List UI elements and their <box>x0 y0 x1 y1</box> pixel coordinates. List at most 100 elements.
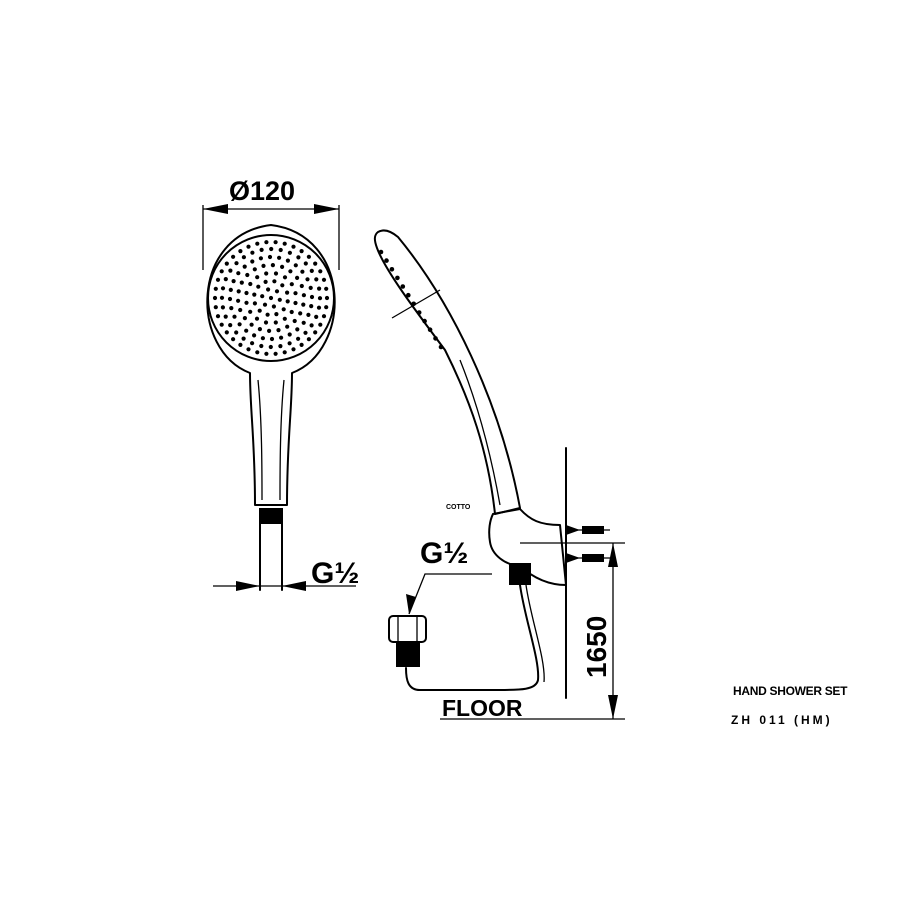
nozzle-dot <box>291 244 296 249</box>
nozzle-dot <box>231 254 236 259</box>
side-hose <box>405 584 540 691</box>
nozzle-dot <box>220 305 225 310</box>
front-connector <box>259 508 283 524</box>
nozzle-dot <box>232 314 237 319</box>
nozzle-dot <box>282 316 287 321</box>
nozzle-dot <box>252 292 257 297</box>
nozzle-dot <box>213 305 218 310</box>
side-nozzle-dot <box>384 258 389 263</box>
nozzle-dot <box>219 322 224 327</box>
nozzle-dot <box>228 287 233 292</box>
side-head-profile <box>373 229 521 515</box>
side-hose-connector <box>509 563 531 585</box>
nozzle-dot <box>246 244 251 249</box>
nozzle-dot <box>301 320 306 325</box>
nozzle-dot <box>287 341 292 346</box>
nozzle-dot <box>273 320 278 325</box>
nozzle-dot <box>285 324 290 329</box>
nozzle-dot <box>308 285 313 290</box>
nozzle-dot <box>252 267 257 272</box>
nozzle-dot <box>267 254 273 260</box>
height-arrow-top <box>608 543 618 567</box>
nozzle-dot <box>280 283 285 288</box>
nozzle-dot <box>229 306 234 311</box>
nozzle-dot <box>223 277 228 282</box>
nozzle-dot <box>295 327 300 332</box>
diameter-arrow-left <box>203 204 228 214</box>
side-nozzle-dot <box>422 318 427 324</box>
nozzle-dot <box>234 261 239 266</box>
thread-arrow-left <box>236 581 260 591</box>
nozzle-dot <box>224 330 229 335</box>
nozzle-dot <box>303 330 308 335</box>
front-view: Ø120 G½ <box>202 176 359 591</box>
nozzle-dot <box>269 336 275 342</box>
nozzle-dot <box>260 294 265 299</box>
nozzle-dot <box>268 295 274 301</box>
nozzle-dot <box>306 337 311 342</box>
height-arrow-bottom <box>608 695 618 719</box>
nozzle-dot <box>285 258 290 263</box>
nozzle-dot <box>266 287 271 292</box>
nozzle-dot <box>244 290 249 296</box>
nozzle-dot <box>277 255 282 260</box>
brand-label: COTTO <box>446 504 471 511</box>
front-handle-contour <box>257 379 285 501</box>
nozzle-dot <box>287 250 292 255</box>
nozzle-dot <box>215 277 221 282</box>
nozzle-dot <box>212 295 218 301</box>
side-nozzle-dot <box>416 310 422 315</box>
nozzle-dot <box>321 314 327 319</box>
nozzle-dot <box>309 294 315 300</box>
nozzle-dot <box>242 316 247 321</box>
model-code: ZH 011 (HM) <box>731 713 833 727</box>
nozzle-dot <box>264 240 269 245</box>
nozzle-dot <box>236 298 241 303</box>
diameter-label: Ø120 <box>229 176 295 206</box>
nozzle-dot <box>282 275 288 280</box>
nozzle-dot <box>245 272 250 278</box>
nozzle-dot <box>314 314 319 319</box>
nozzle-dot <box>296 255 301 260</box>
nozzle-dot <box>262 302 268 307</box>
nozzle-dot <box>223 314 228 319</box>
nozzle-dot <box>277 297 282 302</box>
nozzle-dot <box>250 250 255 255</box>
nozzle-dot <box>273 271 279 276</box>
wall-screw-top <box>566 525 610 535</box>
nozzle-dot <box>252 301 257 306</box>
nozzle-dot <box>244 328 249 333</box>
nozzle-dot <box>305 277 310 282</box>
nozzle-dot <box>273 240 278 245</box>
nozzle-dot <box>298 311 303 316</box>
wall-outlet <box>388 615 427 667</box>
nozzle-dot <box>285 299 290 304</box>
side-nozzle-dot <box>438 344 444 350</box>
side-nozzle-dot <box>406 292 411 298</box>
nozzle-dot <box>227 296 233 302</box>
nozzle-dot <box>246 347 251 352</box>
nozzle-dot <box>241 336 246 341</box>
diameter-arrow-right <box>314 204 339 214</box>
front-head-outline <box>206 224 336 506</box>
nozzle-dot <box>317 286 322 291</box>
nozzle-dot <box>299 342 304 347</box>
nozzle-dot <box>321 277 327 282</box>
nozzle-dot <box>260 336 265 341</box>
height-label: 1650 <box>581 616 612 678</box>
nozzle-dot <box>282 241 287 246</box>
nozzle-dot <box>291 347 296 352</box>
nozzle-dot <box>264 271 269 276</box>
nozzle-dot <box>324 286 329 291</box>
nozzle-dot <box>244 300 249 305</box>
wall-screw-bottom <box>566 553 610 563</box>
nozzle-dot <box>271 304 276 309</box>
nozzle-dot <box>228 268 233 273</box>
nozzle-dot <box>309 304 314 309</box>
nozzle-dot <box>241 255 246 260</box>
nozzle-dot <box>318 269 323 274</box>
nozzle-dot <box>231 279 236 284</box>
nozzle-dot <box>239 280 244 285</box>
nozzle-dot <box>287 332 292 337</box>
